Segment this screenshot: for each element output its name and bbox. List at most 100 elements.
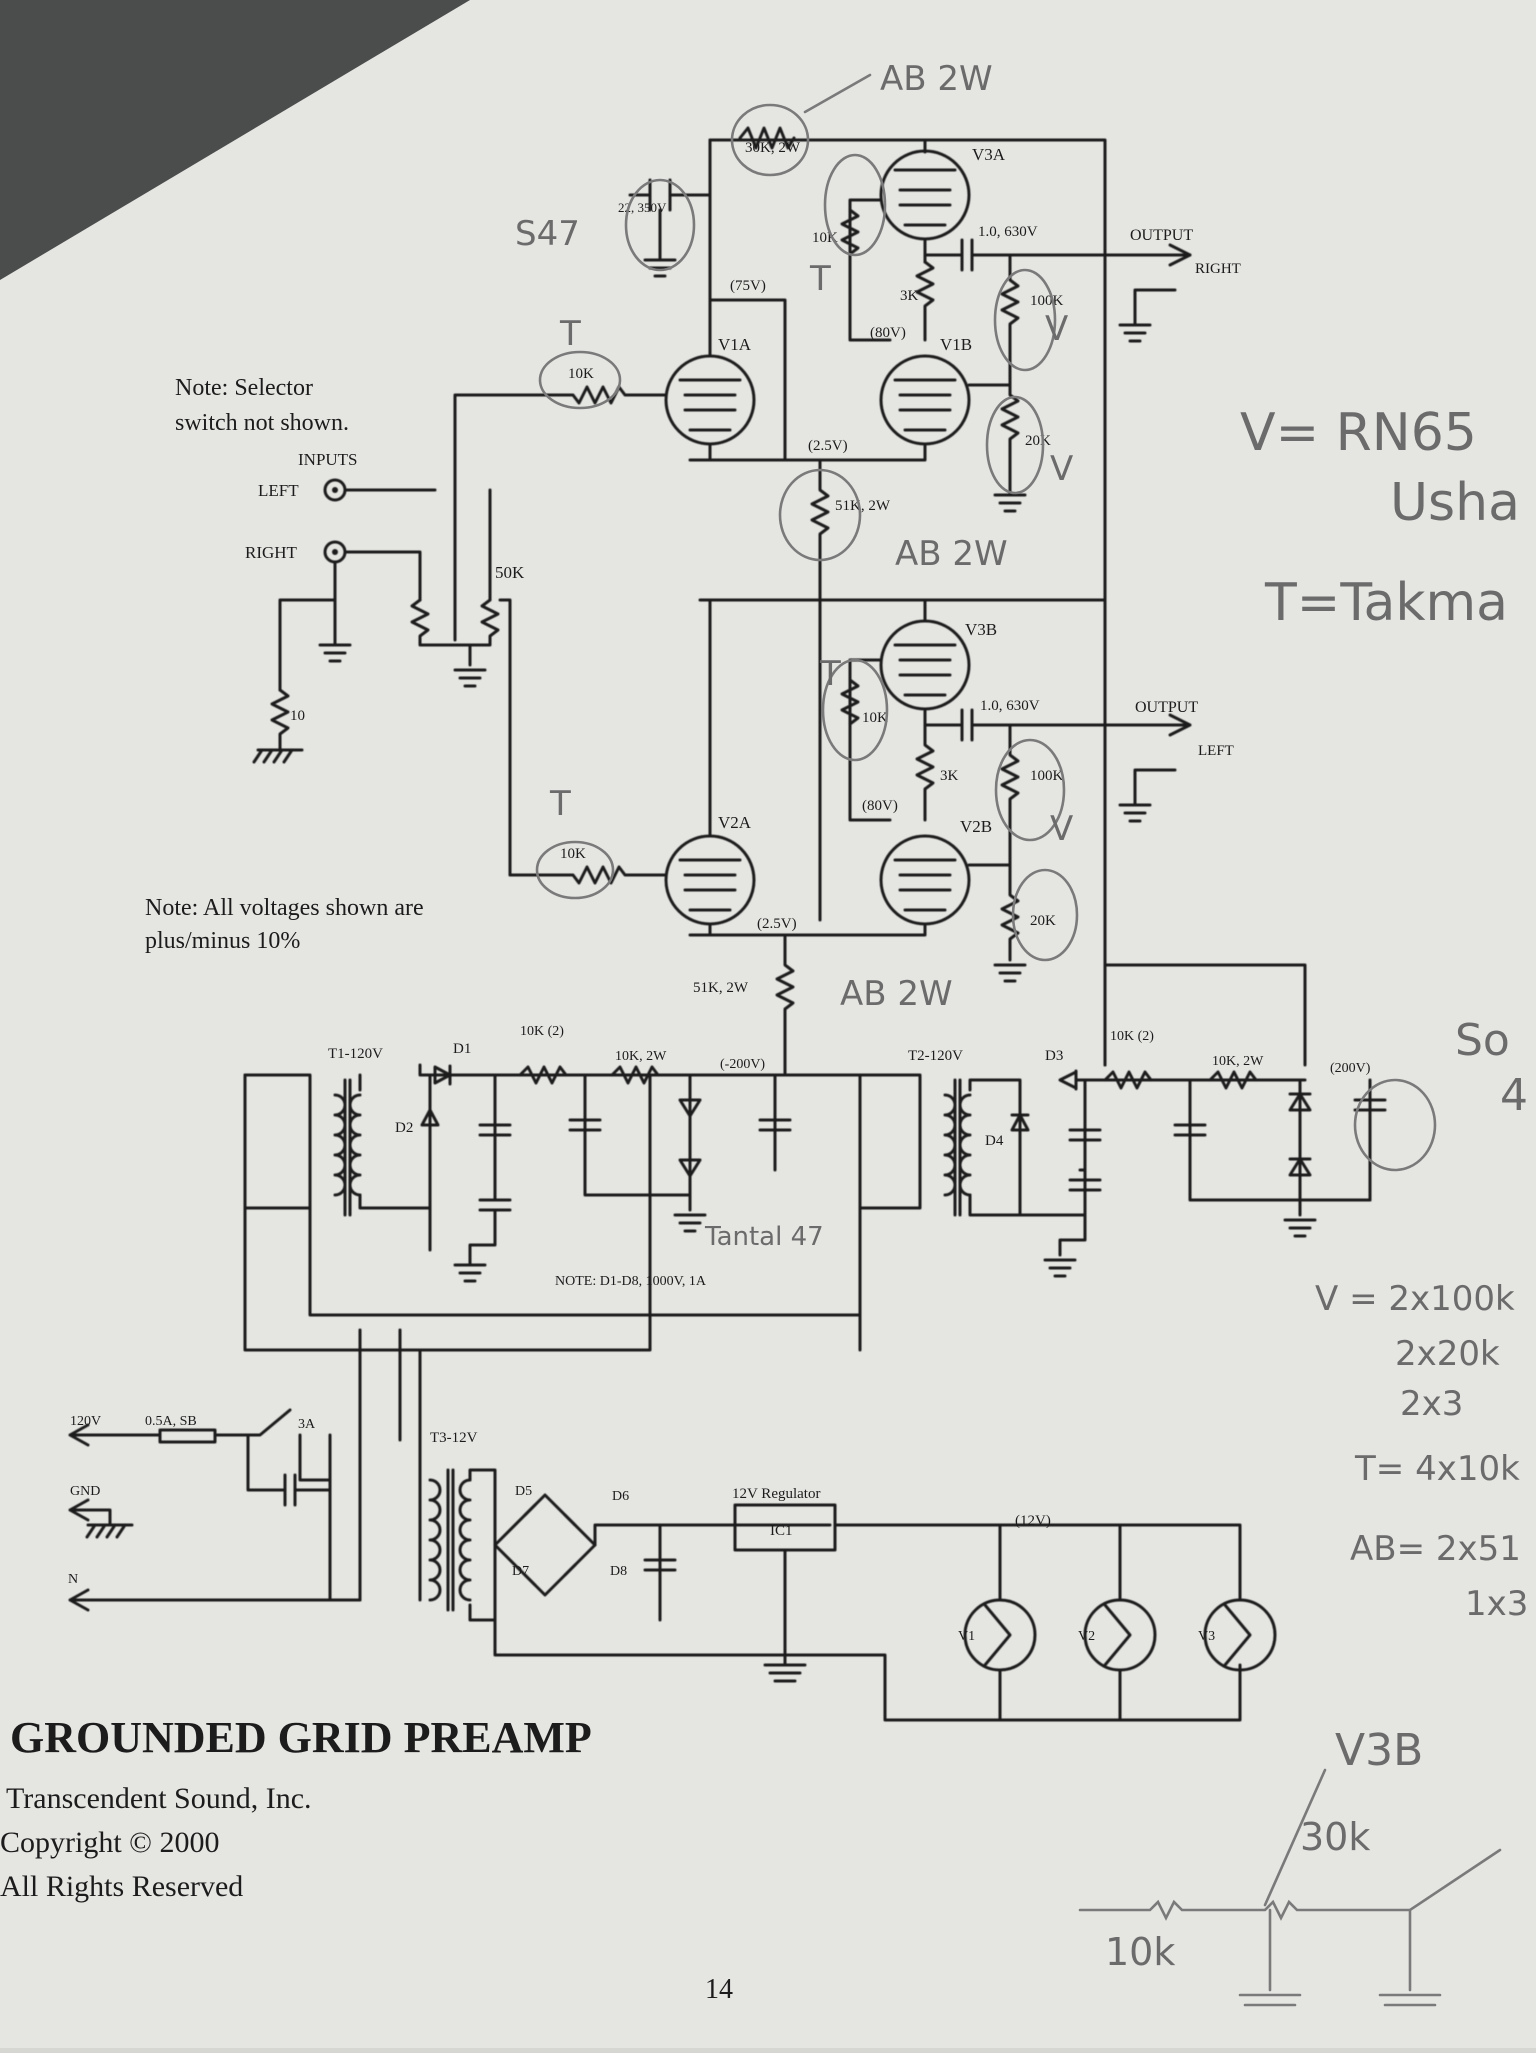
- handwriting-ab2w-low: AB 2W: [840, 974, 953, 1014]
- selector-note-1: Note: Selector: [175, 375, 313, 401]
- copyright-line: Copyright © 2000: [0, 1826, 219, 1859]
- handwriting-t-note: T=Takma: [1264, 573, 1508, 633]
- mains-n-label: N: [68, 1572, 78, 1587]
- handwriting-v-3: V: [1050, 809, 1073, 849]
- r20k-upper-label: 20K: [1025, 433, 1051, 449]
- pot-label: 50K: [495, 563, 525, 582]
- t3-label: T3-12V: [430, 1430, 478, 1446]
- cap-top-label: 22, 350V: [618, 200, 667, 215]
- v1a-label: V1A: [718, 335, 752, 354]
- ic1-label: IC1: [770, 1523, 793, 1539]
- handwriting-four: 4: [1500, 1070, 1528, 1121]
- r3k-lower-label: 3K: [940, 768, 959, 784]
- handwriting-ab-list-2: 1x3: [1465, 1584, 1528, 1624]
- handwriting-so: So: [1455, 1015, 1510, 1066]
- vm200-label: (-200V): [720, 1057, 765, 1072]
- handwriting-ab2w-mid: AB 2W: [895, 534, 1008, 574]
- v25-upper-label: (2.5V): [808, 438, 848, 454]
- page-number: 14: [705, 1974, 733, 2005]
- r3k-upper-label: 3K: [900, 288, 919, 304]
- rights-line: All Rights Reserved: [0, 1870, 243, 1903]
- v75-label: (75V): [730, 278, 766, 294]
- d6-label: D6: [612, 1489, 629, 1504]
- r100k-lower-label: 100K: [1030, 768, 1064, 784]
- cap-out-right-label: 1.0, 630V: [978, 224, 1038, 240]
- v2b-label: V2B: [960, 817, 992, 836]
- handwriting-v-list-2: 2x20k: [1395, 1334, 1500, 1374]
- output-right-label: OUTPUT: [1130, 227, 1193, 244]
- v2a-label: V2A: [718, 813, 752, 832]
- r10k-v3a-label: 10K: [812, 230, 838, 246]
- handwriting-t-1: T: [559, 314, 581, 354]
- d4-label: D4: [985, 1133, 1004, 1149]
- handwriting-t-4: T: [549, 784, 571, 824]
- input-right-label: RIGHT: [245, 543, 298, 562]
- cap-out-left-label: 1.0, 630V: [980, 698, 1040, 714]
- handwriting-ab2w-top: AB 2W: [880, 59, 993, 99]
- company-name: Transcendent Sound, Inc.: [6, 1782, 312, 1815]
- v3a-label: V3A: [972, 145, 1006, 164]
- handwriting-tantal: Tantal 47: [704, 1222, 824, 1252]
- mains-120v-label: 120V: [70, 1414, 101, 1429]
- heater-v1-label: V1: [958, 1629, 975, 1644]
- r100k-upper-label: 100K: [1030, 293, 1064, 309]
- voltage-note-1: Note: All voltages shown are: [145, 895, 424, 921]
- d1-label: D1: [453, 1041, 471, 1057]
- r10k-v2a-label: 10K: [560, 846, 586, 862]
- r10k-v1a-label: 10K: [568, 366, 594, 382]
- handwriting-ab-list: AB= 2x51: [1350, 1529, 1521, 1569]
- handwriting-t-3: T: [819, 654, 841, 694]
- v200-label: (200V): [1330, 1061, 1371, 1076]
- d7-label: D7: [512, 1564, 529, 1579]
- handwritten-annotations: AB 2W S47 T T V V AB 2W V= RN65 Usha T=T…: [515, 59, 1528, 2007]
- regulator-label: 12V Regulator: [732, 1486, 820, 1502]
- v80-upper-label: (80V): [870, 325, 906, 341]
- r10k2-left-label: 10K (2): [520, 1024, 564, 1039]
- heater-v2-label: V2: [1078, 1629, 1095, 1644]
- out-right-label: RIGHT: [1195, 261, 1241, 277]
- v12-label: (12V): [1015, 1513, 1051, 1529]
- fuse-label: 0.5A, SB: [145, 1414, 197, 1429]
- r10k2-right-label: 10K (2): [1110, 1029, 1154, 1044]
- mains-gnd-label: GND: [70, 1484, 100, 1499]
- page-title: GROUNDED GRID PREAMP: [10, 1713, 592, 1762]
- r51k-lower-label: 51K, 2W: [693, 980, 749, 996]
- handwriting-v-list-3: 2x3: [1400, 1384, 1463, 1424]
- r10k2w-right-label: 10K, 2W: [1212, 1054, 1264, 1069]
- v1b-label: V1B: [940, 335, 972, 354]
- selector-note-2: switch not shown.: [175, 410, 349, 436]
- r10k-v3b-label: 10K: [862, 710, 888, 726]
- r10k2w-left-label: 10K, 2W: [615, 1049, 667, 1064]
- d8-label: D8: [610, 1564, 627, 1579]
- desk-background: [0, 0, 470, 280]
- handwriting-r30k: 30k: [1300, 1815, 1370, 1859]
- v80-lower-label: (80V): [862, 798, 898, 814]
- t1-label: T1-120V: [328, 1046, 383, 1062]
- handwriting-v-1: V: [1045, 309, 1068, 349]
- v3b-label: V3B: [965, 620, 997, 639]
- d3-label: D3: [1045, 1048, 1063, 1064]
- handwriting-r10k: 10k: [1105, 1930, 1175, 1974]
- r51k-upper-label: 51K, 2W: [835, 498, 891, 514]
- voltage-note-2: plus/minus 10%: [145, 928, 300, 954]
- output-left-label: OUTPUT: [1135, 699, 1198, 716]
- r20k-lower-label: 20K: [1030, 913, 1056, 929]
- switch-label: 3A: [298, 1417, 316, 1432]
- out-left-label: LEFT: [1198, 743, 1234, 759]
- r10-label: 10: [290, 708, 305, 724]
- handwriting-s47: S47: [515, 214, 580, 254]
- handwriting-v-list-1: V = 2x100k: [1315, 1279, 1515, 1319]
- inputs-label: INPUTS: [298, 450, 358, 469]
- diode-note: NOTE: D1-D8, 1000V, 1A: [555, 1274, 707, 1289]
- handwriting-v-2: V: [1050, 449, 1073, 489]
- handwriting-usha: Usha: [1390, 473, 1520, 533]
- t2-label: T2-120V: [908, 1048, 963, 1064]
- printed-labels: Note: Selector switch not shown. INPUTS …: [0, 140, 1371, 2005]
- d2-label: D2: [395, 1120, 413, 1136]
- heater-v3-label: V3: [1198, 1629, 1215, 1644]
- d5-label: D5: [515, 1484, 532, 1499]
- v25-lower-label: (2.5V): [757, 916, 797, 932]
